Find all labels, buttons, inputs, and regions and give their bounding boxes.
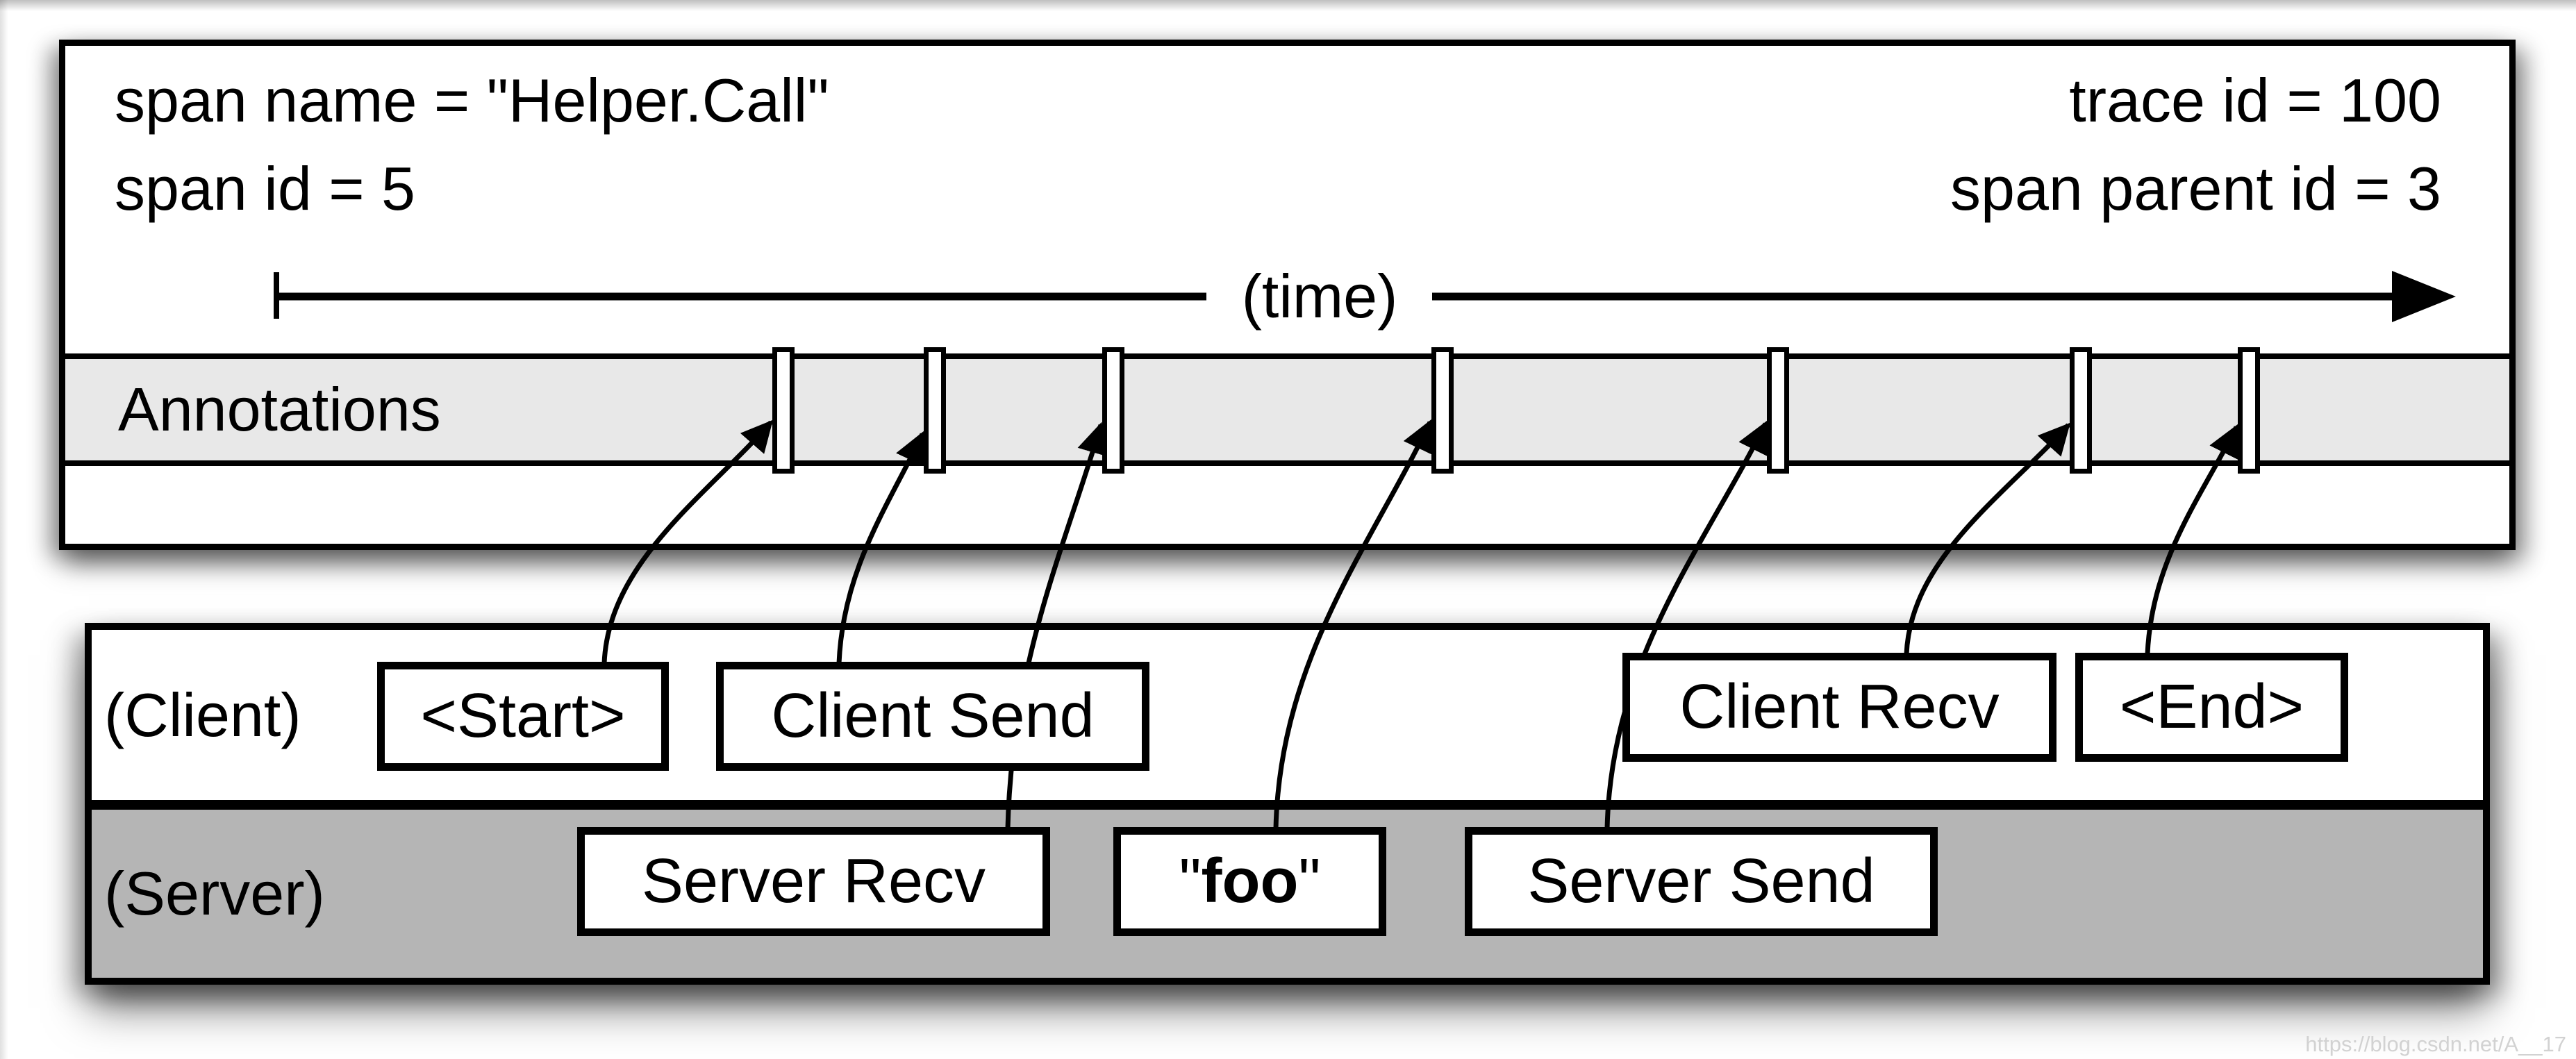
annotations-label: Annotations: [118, 375, 441, 444]
span-parent-id-text: span parent id = 3: [1950, 154, 2441, 223]
span-id-text: span id = 5: [115, 154, 415, 223]
client-lane-label: (Client): [104, 681, 301, 749]
event-box-foo: "foo": [1113, 827, 1386, 936]
annotations-band-top-border: [65, 353, 2509, 359]
event-box-server-recv: Server Recv: [577, 827, 1050, 936]
annotation-mark-3: [1102, 347, 1124, 474]
annotation-mark-5: [1767, 347, 1789, 474]
annotations-band-bottom-border: [65, 460, 2509, 466]
server-lane-label: (Server): [104, 859, 325, 928]
foo-open-quote: ": [1179, 847, 1202, 916]
annotation-mark-6: [2070, 347, 2092, 474]
annotation-mark-1: [772, 347, 795, 474]
event-box-client-recv: Client Recv: [1622, 653, 2056, 762]
lane-divider: [92, 800, 2483, 810]
time-axis-label: (time): [1241, 262, 1398, 331]
annotation-mark-4: [1431, 347, 1454, 474]
event-box-server-send: Server Send: [1465, 827, 1938, 936]
trace-id-text: trace id = 100: [2069, 66, 2441, 135]
foo-text: foo: [1201, 847, 1299, 916]
watermark-url: https://blog.csdn.net/A__17: [2305, 1032, 2566, 1056]
annotation-mark-7: [2238, 347, 2260, 474]
event-box-client-send: Client Send: [716, 662, 1149, 771]
left-edge-shadow: [0, 0, 8, 1059]
foo-close-quote: ": [1298, 847, 1321, 916]
event-box-end: <End>: [2075, 653, 2348, 762]
event-box-start: <Start>: [377, 662, 669, 771]
span-name-text: span name = "Helper.Call": [115, 66, 829, 135]
top-edge-shadow: [0, 0, 2576, 11]
annotation-mark-2: [924, 347, 946, 474]
